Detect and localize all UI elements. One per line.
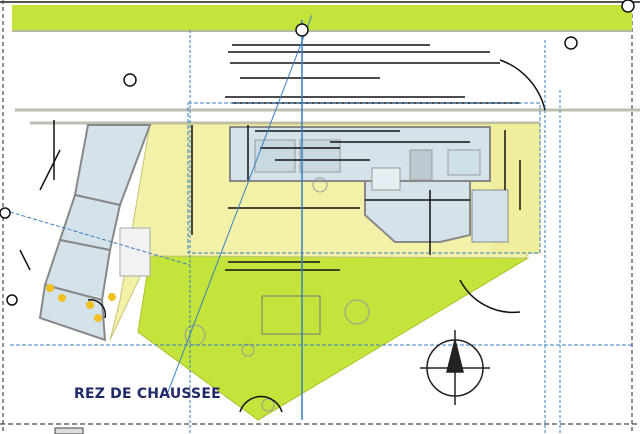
main-building bbox=[229, 126, 509, 243]
trees bbox=[184, 177, 370, 412]
furniture-tables bbox=[46, 284, 116, 322]
drawing-title: REZ DE CHAUSSEE bbox=[74, 386, 221, 402]
top-lawn-band bbox=[12, 5, 632, 30]
north-arrow-icon bbox=[420, 330, 490, 405]
left-wing bbox=[38, 124, 152, 342]
axis-lines bbox=[9, 14, 632, 434]
logo-stamp bbox=[54, 427, 84, 434]
door-swings bbox=[87, 59, 546, 413]
section-markers bbox=[0, 0, 635, 306]
dimension-lines bbox=[19, 44, 521, 271]
street-edge bbox=[15, 108, 640, 125]
